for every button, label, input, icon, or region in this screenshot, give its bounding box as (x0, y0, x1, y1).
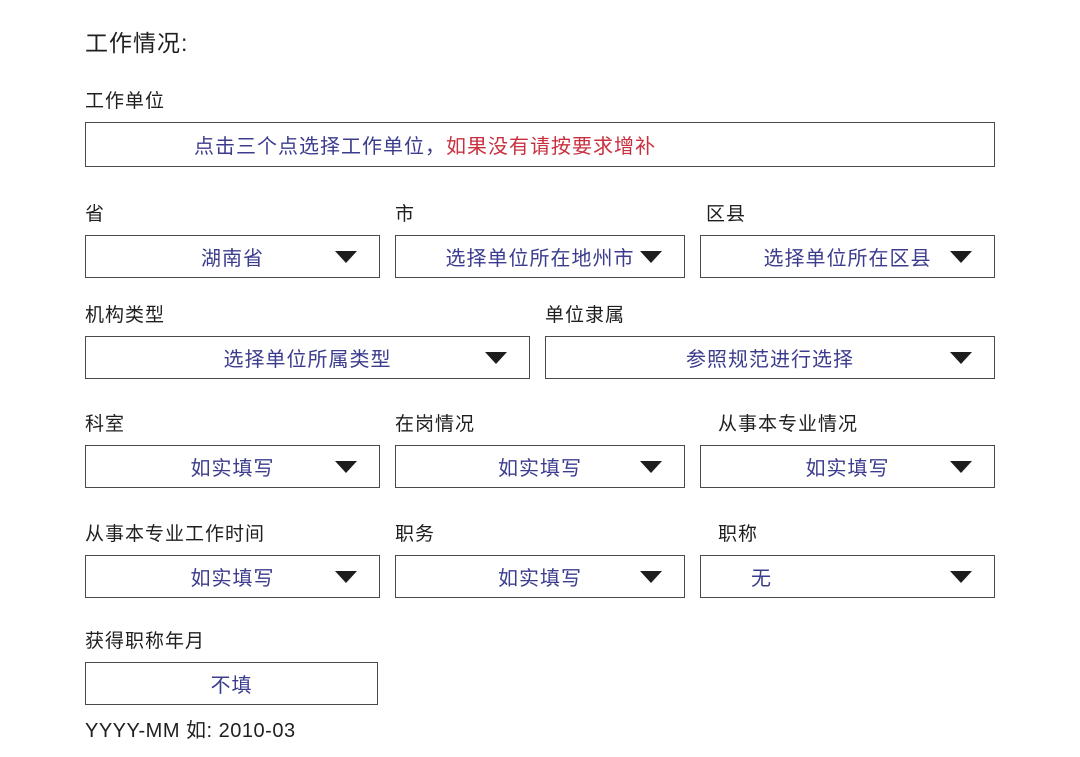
chevron-down-icon (950, 250, 972, 263)
city-value: 选择单位所在地州市 (445, 248, 635, 270)
on-duty-status-value: 如实填写 (498, 458, 582, 480)
chevron-down-icon (485, 351, 507, 364)
job-title-select[interactable]: 无 (700, 555, 995, 598)
on-duty-status-label: 在岗情况 (395, 414, 476, 435)
institution-row: 机构类型 选择单位所属类型 单位隶属 参照规范进行选择 (85, 305, 995, 379)
province-label: 省 (85, 204, 106, 225)
unit-affiliation-value: 参照规范进行选择 (686, 349, 854, 371)
work-unit-picker[interactable]: 点击三个点选择工作单位，如果没有请按要求增补 (85, 122, 995, 167)
province-select[interactable]: 湖南省 (85, 235, 380, 278)
province-value: 湖南省 (201, 248, 264, 270)
on-duty-status-select[interactable]: 如实填写 (395, 445, 685, 488)
title-row: 从事本专业工作时间 如实填写 职务 如实填写 职称 无 (85, 524, 995, 598)
city-select[interactable]: 选择单位所在地州市 (395, 235, 685, 278)
department-value: 如实填写 (190, 458, 275, 480)
department-group: 科室 如实填写 (85, 414, 380, 488)
profession-years-select[interactable]: 如实填写 (85, 555, 380, 598)
profession-years-group: 从事本专业工作时间 如实填写 (85, 524, 380, 598)
chevron-down-icon (950, 570, 972, 583)
work-info-form: 工作情况: 工作单位 点击三个点选择工作单位，如果没有请按要求增补 省 湖南省 … (85, 30, 995, 743)
chevron-down-icon (335, 570, 357, 583)
chevron-down-icon (335, 250, 357, 263)
title-date-group: 获得职称年月 不填 YYYY-MM 如: 2010-03 (85, 631, 995, 743)
work-unit-hint-warning: 如果没有请按要求增补 (446, 136, 656, 158)
job-title-label: 职称 (718, 524, 759, 545)
province-group: 省 湖南省 (85, 204, 380, 278)
position-select[interactable]: 如实填写 (395, 555, 685, 598)
title-date-value: 不填 (210, 675, 253, 697)
district-value: 选择单位所在区县 (763, 248, 932, 270)
institution-type-value: 选择单位所属类型 (223, 349, 392, 371)
job-title-value: 无 (751, 568, 772, 590)
date-format-hint: YYYY-MM 如: 2010-03 (85, 720, 296, 742)
chevron-down-icon (640, 250, 662, 263)
unit-affiliation-label: 单位隶属 (545, 305, 626, 326)
duty-row: 科室 如实填写 在岗情况 如实填写 从事本专业情况 如实填写 (85, 414, 995, 488)
city-label: 市 (395, 204, 416, 225)
city-group: 市 选择单位所在地州市 (395, 204, 685, 278)
position-label: 职务 (395, 524, 436, 545)
chevron-down-icon (640, 460, 662, 473)
district-label: 区县 (706, 204, 747, 225)
district-select[interactable]: 选择单位所在区县 (700, 235, 995, 278)
profession-status-select[interactable]: 如实填写 (700, 445, 995, 488)
work-unit-group: 工作单位 点击三个点选择工作单位，如果没有请按要求增补 (85, 91, 995, 167)
title-date-label: 获得职称年月 (85, 631, 206, 652)
unit-affiliation-select[interactable]: 参照规范进行选择 (545, 336, 995, 379)
institution-type-group: 机构类型 选择单位所属类型 (85, 305, 530, 379)
department-label: 科室 (85, 414, 126, 435)
chevron-down-icon (950, 460, 972, 473)
profession-years-value: 如实填写 (190, 568, 275, 590)
institution-type-select[interactable]: 选择单位所属类型 (85, 336, 530, 379)
institution-type-label: 机构类型 (85, 305, 166, 326)
district-group: 区县 选择单位所在区县 (700, 204, 995, 278)
profession-status-value: 如实填写 (805, 458, 890, 480)
chevron-down-icon (335, 460, 357, 473)
department-select[interactable]: 如实填写 (85, 445, 380, 488)
profession-years-label: 从事本专业工作时间 (85, 524, 266, 545)
location-row: 省 湖南省 市 选择单位所在地州市 区县 选择单位所在区县 (85, 204, 995, 278)
profession-status-group: 从事本专业情况 如实填写 (700, 414, 995, 488)
job-title-group: 职称 无 (700, 524, 995, 598)
on-duty-status-group: 在岗情况 如实填写 (395, 414, 685, 488)
unit-affiliation-group: 单位隶属 参照规范进行选择 (545, 305, 995, 379)
position-group: 职务 如实填写 (395, 524, 685, 598)
page-title: 工作情况: (85, 30, 189, 56)
work-unit-label: 工作单位 (85, 91, 166, 112)
chevron-down-icon (640, 570, 662, 583)
chevron-down-icon (950, 351, 972, 364)
work-unit-hint-action: 点击三个点选择工作单位， (194, 136, 446, 158)
profession-status-label: 从事本专业情况 (718, 414, 859, 435)
title-date-field[interactable]: 不填 (85, 662, 378, 705)
position-value: 如实填写 (498, 568, 582, 590)
